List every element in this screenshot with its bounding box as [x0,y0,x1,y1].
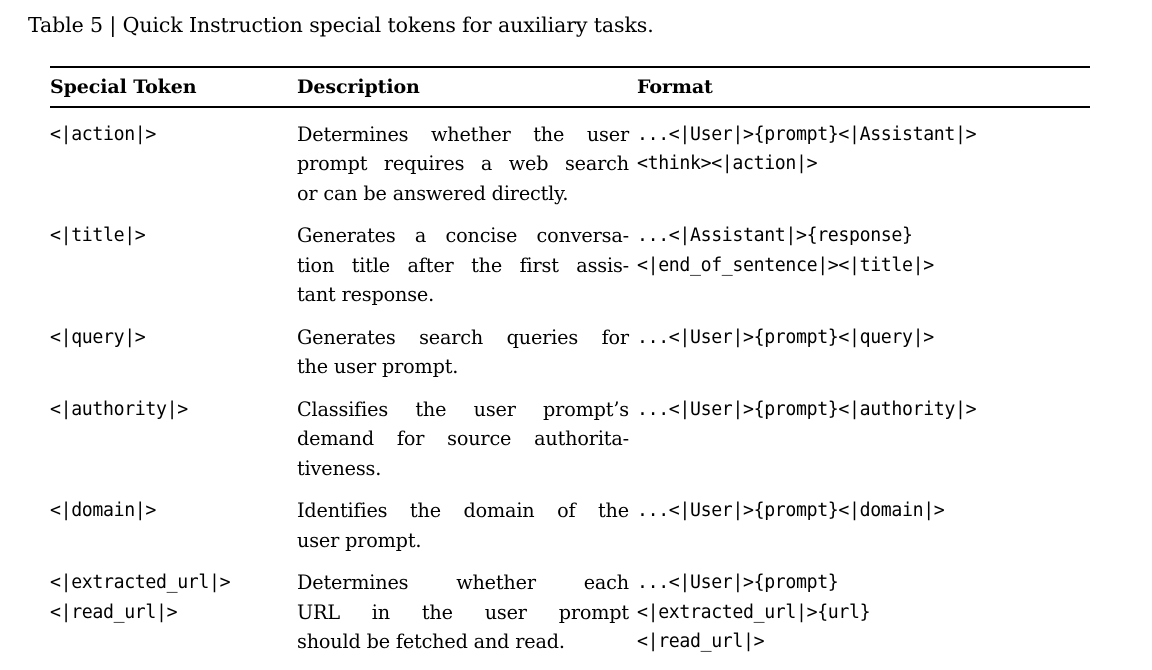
column-header-description: Description [297,76,420,99]
description-line: should be fetched and read. [297,630,565,654]
column-header-format: Format [637,76,713,99]
cell-format: ...<|User|>{prompt}<|domain|> [637,496,1090,526]
special-token-text: <|action|> [50,123,156,145]
format-line: <|read_url|> [637,631,765,653]
special-token-text: <|query|> [50,326,146,348]
description-line: the user prompt. [297,355,459,379]
special-token-text: <|read_url|> [50,601,178,623]
cell-special-token: <|domain|> [50,496,297,526]
cell-special-token: <|authority|> [50,395,297,425]
table-header-row: Special Token Description Format [50,68,1090,106]
format-line: ...<|User|>{prompt}<|authority|> [637,398,977,420]
table-header-rule [50,106,1090,108]
special-token-text: <|domain|> [50,500,156,522]
cell-special-token: <|query|> [50,323,297,353]
column-header-special-token: Special Token [50,76,197,99]
format-line: ...<|User|>{prompt}<|query|> [637,326,934,348]
cell-special-token: <|extracted_url|> <|read_url|> [50,568,297,627]
special-token-text: <|title|> [50,225,146,247]
description-line: tant response. [297,283,435,307]
table-5: Special Token Description Format <|actio… [50,66,1090,670]
table-figure-page: Table 5 | Quick Instruction special toke… [28,13,1090,653]
format-line: ...<|User|>{prompt}<|domain|> [637,500,945,522]
special-token-text: <|authority|> [50,398,188,420]
format-line: ...<|User|>{prompt} [637,572,839,594]
format-line: ...<|User|>{prompt}<|Assistant|> [637,123,977,145]
table-top-rule [50,66,1090,69]
format-line: <|end_of_sentence|><|title|> [637,254,934,276]
description-line: tiveness. [297,456,382,480]
format-line: <think><|action|> [637,153,818,175]
cell-format: ...<|Assistant|>{response} <|end_of_sente… [637,221,1090,280]
description-line: or can be answered directly. [297,181,569,205]
cell-format: ...<|User|>{prompt}<|query|> [637,323,1090,353]
cell-special-token: <|action|> [50,120,297,150]
cell-format: ...<|User|>{prompt} <|extracted_url|>{url… [637,568,1090,657]
cell-format: ...<|User|>{prompt}<|authority|> [637,395,1090,425]
description-line: user prompt. [297,528,422,552]
format-line: <|extracted_url|>{url} [637,601,871,623]
special-token-text: <|extracted_url|> [50,572,231,594]
format-line: ...<|Assistant|>{response} [637,225,913,247]
cell-special-token: <|title|> [50,221,297,251]
cell-format: ...<|User|>{prompt}<|Assistant|> <think><… [637,120,1090,179]
table-caption: Table 5 | Quick Instruction special toke… [28,13,654,37]
